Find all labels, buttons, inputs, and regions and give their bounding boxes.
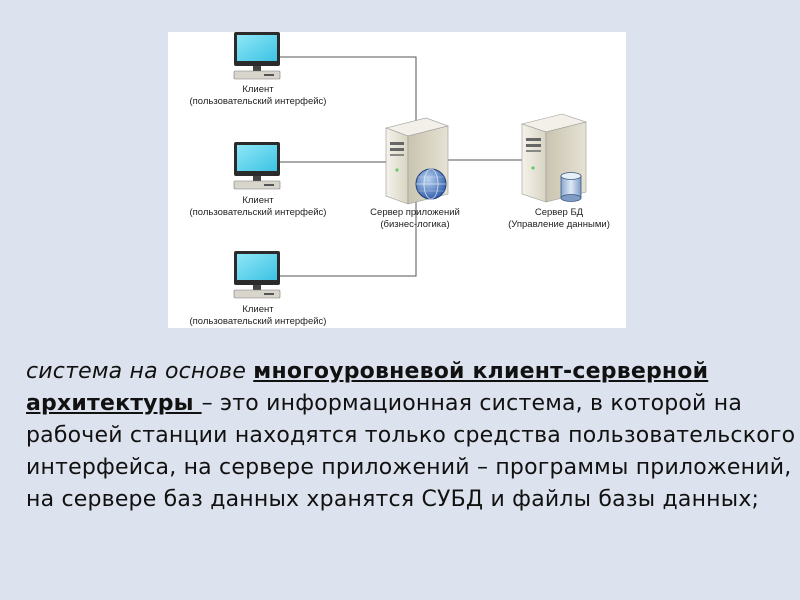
app-server-label: Сервер приложений (бизнес-логика) [350, 207, 480, 231]
database-icon [560, 172, 582, 202]
client-1-subtitle: (пользовательский интерфейс) [189, 96, 327, 107]
db-server-title: Сервер БД [534, 207, 584, 218]
db-server-icon [520, 113, 588, 203]
link-client-3 [280, 196, 417, 277]
app-server-title: Сервер приложений [370, 207, 460, 218]
architecture-diagram: Клиент (пользовательский интерфейс) Клие… [168, 32, 626, 328]
definition-term: многоуровневой клиент-серверной архитект… [26, 359, 709, 416]
definition-body: – это информационная система, в которой … [26, 391, 796, 512]
diagram-graphics [233, 32, 588, 299]
client-2-monitor-icon [233, 142, 281, 190]
client-3-subtitle: (пользовательский интерфейс) [189, 316, 327, 327]
client-1-title: Клиент [242, 84, 274, 95]
link-client-1 [280, 56, 417, 132]
app-server-subtitle: (бизнес-логика) [380, 219, 450, 230]
db-server-label: Сервер БД (Управление данными) [494, 207, 624, 231]
client-1-monitor-icon [233, 32, 281, 80]
client-1-label: Клиент (пользовательский интерфейс) [170, 84, 346, 108]
client-2-title: Клиент [242, 195, 274, 206]
connection-lines [280, 56, 522, 277]
client-3-label: Клиент (пользовательский интерфейс) [170, 304, 346, 328]
client-3-title: Клиент [242, 304, 274, 315]
client-2-label: Клиент (пользовательский интерфейс) [170, 195, 346, 219]
definition-text: система на основе многоуровневой клиент-… [26, 356, 796, 516]
globe-icon [415, 168, 447, 200]
client-2-subtitle: (пользовательский интерфейс) [189, 207, 327, 218]
client-3-monitor-icon [233, 251, 281, 299]
db-server-subtitle: (Управление данными) [508, 219, 610, 230]
definition-lead: система на основе [26, 359, 254, 384]
